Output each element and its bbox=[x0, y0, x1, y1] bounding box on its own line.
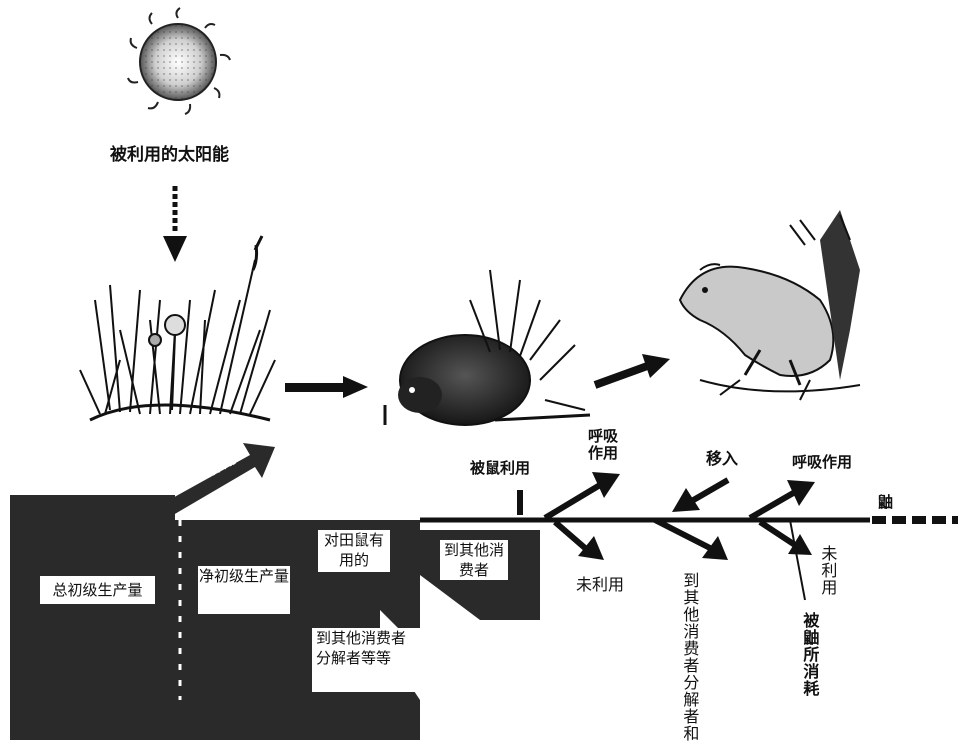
useful-to-mouse-label: 对田鼠有用的 bbox=[318, 530, 390, 572]
immigration-label: 移入 bbox=[706, 449, 739, 468]
sun-to-plant-arrow bbox=[163, 186, 187, 262]
sun-energy-label: 被利用的太阳能 bbox=[110, 145, 229, 165]
weasel-respiration-label: 呼吸作用 bbox=[792, 453, 853, 471]
mouse-respiration-label: 呼吸作用 bbox=[588, 427, 619, 463]
net-primary-label: 净初级生产量 bbox=[198, 566, 290, 614]
mouse-to-weasel-arrow bbox=[593, 354, 670, 389]
plant-to-mouse-arrow bbox=[285, 376, 368, 398]
weasel-flow-label: 鼬 bbox=[878, 493, 894, 511]
unused-1-label: 未利用 bbox=[576, 575, 625, 594]
to-consumers-decomposers-label: 到其他消费者分解者和 bbox=[680, 572, 700, 742]
weasel-branches bbox=[653, 477, 815, 601]
to-other-consumers-label: 到其他消费者 bbox=[440, 540, 508, 580]
field-mouse-icon bbox=[383, 269, 591, 426]
weasel-icon bbox=[678, 210, 861, 401]
to-others-decomposers-label: 到其他消费者分解者等等 bbox=[312, 628, 420, 692]
gross-primary-label: 总初级生产量 bbox=[40, 576, 155, 604]
sun-icon bbox=[127, 7, 231, 115]
energy-flow-band bbox=[10, 495, 540, 740]
plant-respiration-arrow bbox=[160, 443, 275, 518]
used-by-mouse-label: 被鼠利用 bbox=[470, 459, 531, 477]
grass-plant-icon bbox=[79, 235, 276, 422]
unused-2-label: 未利用 bbox=[818, 545, 838, 596]
mouse-branches bbox=[517, 472, 620, 560]
consumed-by-weasel-label: 被鼬所消耗 bbox=[800, 612, 820, 697]
